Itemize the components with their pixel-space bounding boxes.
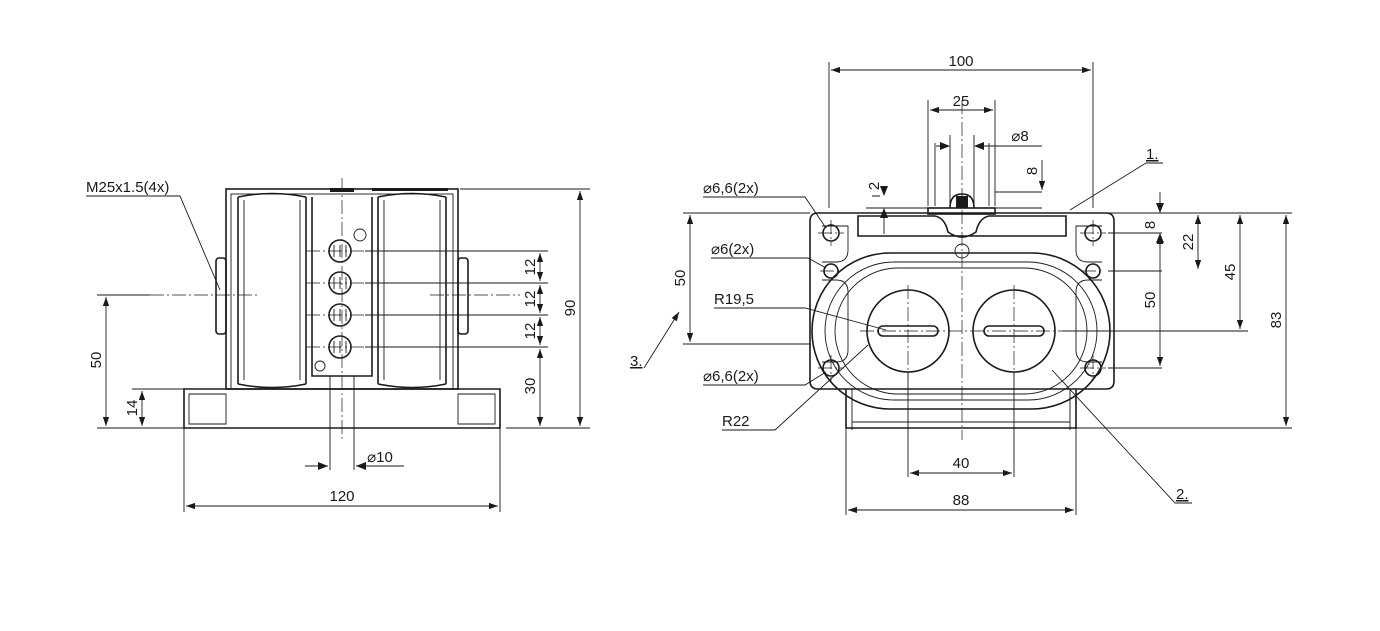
front-top-housing (857, 215, 1067, 238)
dim-45: 45 (1222, 264, 1239, 281)
dim-pin-dia: ⌀8 (1011, 128, 1028, 145)
dim-pitch-2: 12 (522, 291, 539, 308)
side-view: M25x1.5(4x) 90 50 14 120 ⌀10 12 12 12 30 (86, 178, 590, 512)
dim-2: 2 (866, 182, 883, 190)
leader-callout-2 (1051, 369, 1192, 504)
dim-8-top: 8 (1024, 167, 1041, 175)
front-lower-body (845, 389, 1077, 429)
front-flange (809, 212, 1115, 390)
label-hole-top: ⌀6,6(2x) (703, 180, 759, 197)
front-gasket-mid (824, 261, 1098, 401)
side-right-chamber (377, 192, 447, 389)
dim-pitch-3: 12 (522, 323, 539, 340)
side-left-gland (215, 257, 227, 335)
leader-radius-large (722, 344, 869, 431)
screw-circle (314, 360, 326, 372)
thread-leader (86, 195, 221, 291)
label-radius-large: R22 (722, 413, 750, 430)
dim-88: 88 (953, 492, 970, 509)
leader-callout-1 (1069, 162, 1163, 211)
side-centerlines (150, 178, 520, 440)
side-contacts (314, 228, 367, 372)
leader-hole-mid (711, 257, 827, 269)
side-left-chamber (237, 192, 307, 389)
front-view: 100 25 ⌀8 2 8 ⌀6,6(2x) ⌀6(2x) R19,5 ⌀6,6… (630, 53, 1292, 515)
side-right-chamber-inner (383, 200, 441, 380)
dim-22: 22 (1180, 234, 1197, 251)
front-centerlines (818, 100, 1106, 440)
dim-30: 30 (522, 378, 539, 395)
side-top-cap-right (372, 188, 448, 191)
front-gasket-outer (811, 252, 1111, 410)
leader-hole-top (703, 196, 827, 229)
dim-bore: ⌀10 (367, 449, 393, 466)
leader-radius-small (714, 307, 887, 331)
label-hole-mid: ⌀6(2x) (711, 241, 754, 258)
dim-50: 50 (88, 352, 105, 369)
leader-callout-3 (643, 311, 680, 369)
side-extension-lines (97, 188, 590, 512)
dim-8-right: 8 (1142, 221, 1159, 229)
dim-50-left: 50 (672, 270, 689, 287)
dim-90: 90 (562, 300, 579, 317)
dim-pitch-1: 12 (522, 259, 539, 276)
callout-1: 1. (1146, 146, 1159, 163)
front-lower-inner (851, 389, 1071, 430)
dim-100: 100 (948, 53, 973, 70)
callout-3: 3. (630, 353, 643, 370)
dim-50-right: 50 (1142, 292, 1159, 309)
side-left-chamber-inner (243, 200, 301, 380)
side-base-pockets (188, 393, 496, 425)
front-inner-ribs (822, 225, 1102, 363)
dim-83: 83 (1268, 312, 1285, 329)
side-right-gland (457, 257, 469, 335)
dim-25: 25 (953, 93, 970, 110)
front-gasket-inner (834, 267, 1088, 395)
dim-120: 120 (329, 488, 354, 505)
thread-label: M25x1.5(4x) (86, 179, 169, 196)
callout-2: 2. (1176, 486, 1189, 503)
dim-40: 40 (953, 455, 970, 472)
label-radius-small: R19,5 (714, 291, 754, 308)
screw-circle (353, 228, 367, 242)
label-hole-bottom: ⌀6,6(2x) (703, 368, 759, 385)
front-extension-lines (683, 62, 1292, 515)
dim-14: 14 (124, 400, 141, 417)
leader-hole-bottom (703, 371, 827, 386)
